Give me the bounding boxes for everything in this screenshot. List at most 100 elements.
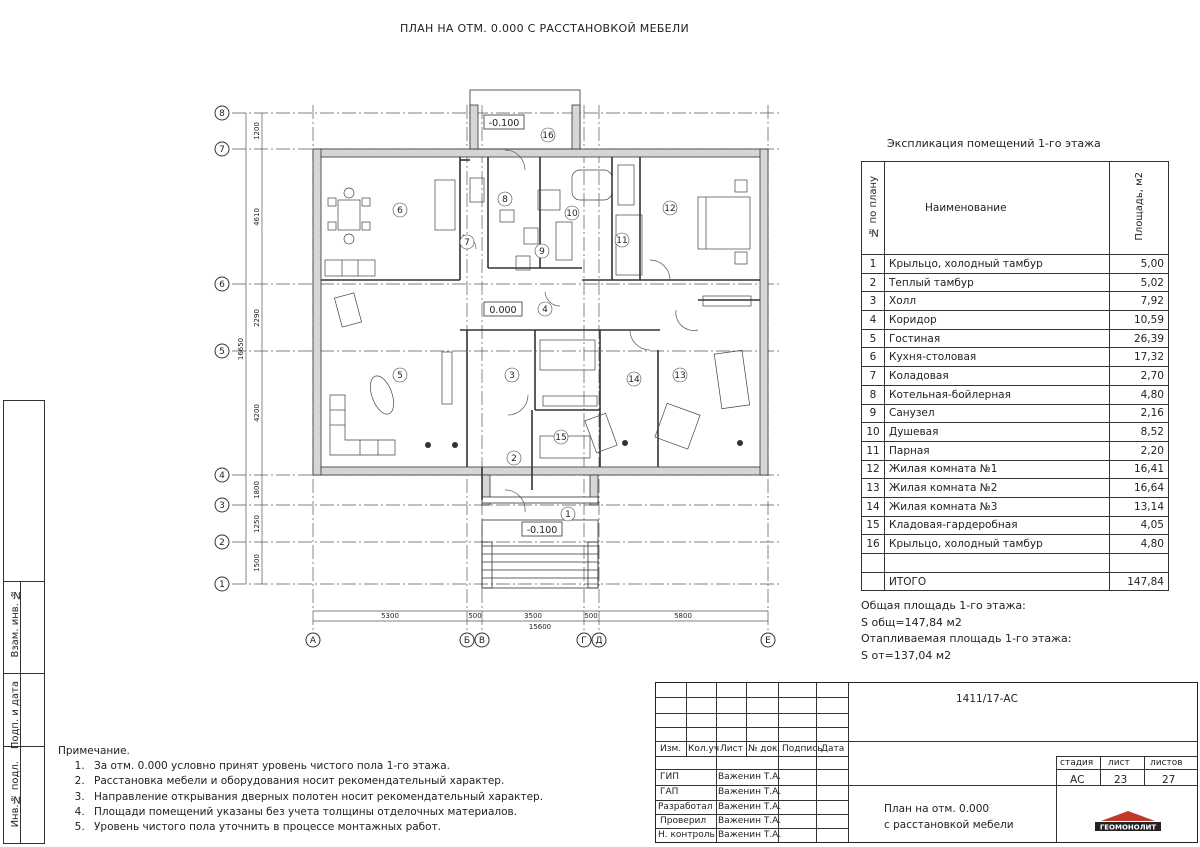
dim-left-4: 4200	[253, 404, 261, 422]
row-num: 7	[861, 366, 885, 386]
area-note-heated-label: Отапливаемая площадь 1-го этажа:	[861, 632, 1072, 645]
room-label-16: 16	[540, 127, 556, 143]
row-num: 4	[861, 310, 885, 330]
double-bed	[697, 196, 751, 250]
row-area: 5,02	[1109, 272, 1169, 293]
row-name: Душевая	[884, 422, 1110, 442]
project-code: 1411/17-АС	[956, 693, 1018, 705]
row-num: 15	[861, 515, 885, 536]
note-item: Уровень чистого пола уточнить в процессе…	[88, 820, 543, 835]
axis-row-7: 7	[214, 141, 230, 157]
dim-bottom-2: 500	[468, 612, 481, 620]
axis-row-5: 5	[214, 343, 230, 359]
level-bottom: -0.100	[527, 525, 558, 536]
row-area: 16,64	[1109, 478, 1169, 498]
col-num-header: № по плану	[867, 175, 879, 238]
row-name: Крыльцо, холодный тамбур	[884, 254, 1110, 274]
dim-left-3: 2290	[253, 309, 261, 327]
svg-text:1: 1	[565, 510, 571, 520]
svg-text:7: 7	[219, 145, 225, 155]
svg-text:9: 9	[539, 247, 545, 257]
explication-empty-row	[861, 553, 1169, 573]
svg-text:14: 14	[628, 375, 640, 385]
floor-plan: 8 7 6 5 4 3 2 1 А Б В Г Д Е 1200 4610 22…	[214, 89, 780, 648]
row-name: Жилая комната №3	[884, 496, 1110, 517]
axis-col-b: Б	[459, 632, 475, 648]
room-label-5: 5	[392, 367, 408, 383]
side-stamp-b: Подп. и дата	[10, 681, 21, 750]
row-name: Жилая комната №2	[884, 478, 1110, 498]
svg-text:1: 1	[219, 580, 225, 590]
dim-left-5: 1800	[253, 481, 261, 499]
svg-text:6: 6	[397, 206, 403, 216]
axis-row-2: 2	[214, 534, 230, 550]
hdr-list: Лист	[720, 744, 743, 754]
dim-left-2: 4610	[253, 208, 261, 226]
axis-col-a: А	[305, 632, 321, 648]
svg-text:7: 7	[464, 238, 470, 248]
svg-text:Б: Б	[464, 636, 470, 646]
row-num: 2	[861, 272, 885, 293]
notes-title: Примечание.	[58, 745, 130, 757]
row-num: 9	[861, 403, 885, 424]
svg-text:4: 4	[542, 305, 548, 315]
area-note-total-label: Общая площадь 1-го этажа:	[861, 599, 1026, 612]
svg-text:10: 10	[566, 209, 578, 219]
role-check: Проверил	[660, 816, 707, 826]
hdr-doc: № док.	[748, 744, 781, 754]
row-num: 5	[861, 328, 885, 349]
svg-text:Г: Г	[581, 636, 587, 646]
row-name: Крыльцо, холодный тамбур	[884, 534, 1110, 554]
level-top: -0.100	[489, 118, 520, 129]
hdr-sign: Подпись	[782, 744, 823, 754]
row-num: 14	[861, 496, 885, 517]
axis-row-6: 6	[214, 276, 230, 292]
sheet-title-1: План на отм. 0.000	[884, 803, 990, 815]
person-norm: Важенин Т.А.	[718, 830, 782, 840]
row-num: 10	[861, 422, 885, 442]
svg-text:12: 12	[664, 204, 675, 214]
notes-list: За отм. 0.000 условно принят уровень чис…	[58, 759, 543, 835]
total-area: 147,84	[1109, 571, 1169, 592]
svg-text:5: 5	[219, 347, 225, 357]
svg-text:А: А	[310, 636, 317, 646]
row-num: 3	[861, 291, 885, 312]
axis-row-4: 4	[214, 467, 230, 483]
svg-text:8: 8	[502, 195, 508, 205]
sheets-value: 27	[1162, 774, 1176, 786]
sheet-title-2: с расстановкой мебели	[884, 819, 1014, 831]
svg-text:3: 3	[219, 501, 225, 511]
svg-text:15: 15	[555, 433, 566, 443]
svg-text:ГЕОМОНОЛИТ: ГЕОМОНОЛИТ	[1100, 824, 1157, 832]
dim-left-total: 16650	[237, 338, 245, 360]
row-name: Коладовая	[884, 366, 1110, 386]
area-note-heated-value: S от=137,04 м2	[861, 648, 952, 662]
row-area: 8,52	[1109, 422, 1169, 442]
row-area: 2,70	[1109, 366, 1169, 386]
role-norm: Н. контроль	[658, 830, 715, 840]
dim-left-7: 1500	[253, 554, 261, 572]
axis-col-v: В	[474, 632, 490, 648]
row-num: 6	[861, 347, 885, 368]
row-area: 13,14	[1109, 496, 1169, 517]
row-area: 4,80	[1109, 384, 1169, 405]
stage-value: АС	[1070, 774, 1085, 786]
level-mid: 0.000	[489, 305, 516, 316]
company-logo: ГЕОМОНОЛИТ	[1093, 809, 1163, 833]
col-name-header: Наименование	[884, 161, 1110, 255]
person-gap: Важенин Т.А.	[718, 787, 782, 797]
role-gip: ГИП	[660, 772, 679, 782]
note-item: Направление открывания дверных полотен н…	[88, 790, 543, 805]
